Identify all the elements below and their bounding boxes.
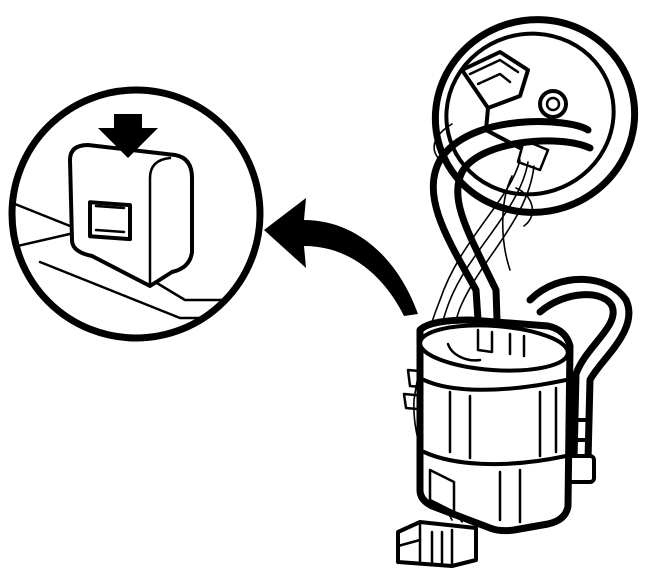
push-direction-arrow [98,114,158,158]
curved-pointer-arrow [264,198,418,316]
module-flange [431,16,639,216]
electrical-connector [396,520,478,568]
fuel-pump-module [396,16,639,568]
detail-callout [8,86,264,342]
pump-reservoir [416,316,574,535]
fuel-hose [429,118,633,484]
locking-tab [68,143,194,288]
